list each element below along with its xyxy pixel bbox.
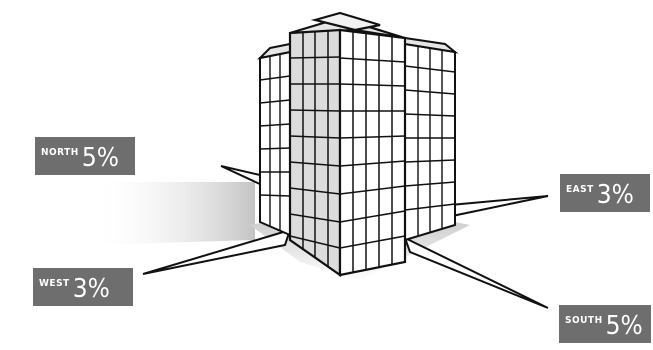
east-label: EAST 3% <box>560 174 650 212</box>
ray-east <box>448 195 549 218</box>
tower-left <box>256 42 291 237</box>
west-percentage: 3% <box>72 274 110 304</box>
west-label: WEST 3% <box>33 268 133 306</box>
south-percentage: 5% <box>605 311 643 341</box>
tower-right <box>404 36 459 242</box>
ray-south <box>403 236 549 309</box>
direction-rays <box>142 165 549 309</box>
north-direction: NORTH <box>41 147 79 158</box>
ray-west <box>142 228 292 275</box>
north-label: NORTH 5% <box>35 137 135 175</box>
east-percentage: 3% <box>596 180 634 210</box>
cast-shadow <box>90 182 255 245</box>
west-direction: WEST <box>39 278 70 289</box>
south-direction: SOUTH <box>565 315 603 326</box>
north-percentage: 5% <box>81 143 119 173</box>
south-label: SOUTH 5% <box>559 305 651 343</box>
tower-main <box>288 11 407 278</box>
east-direction: EAST <box>566 184 594 195</box>
